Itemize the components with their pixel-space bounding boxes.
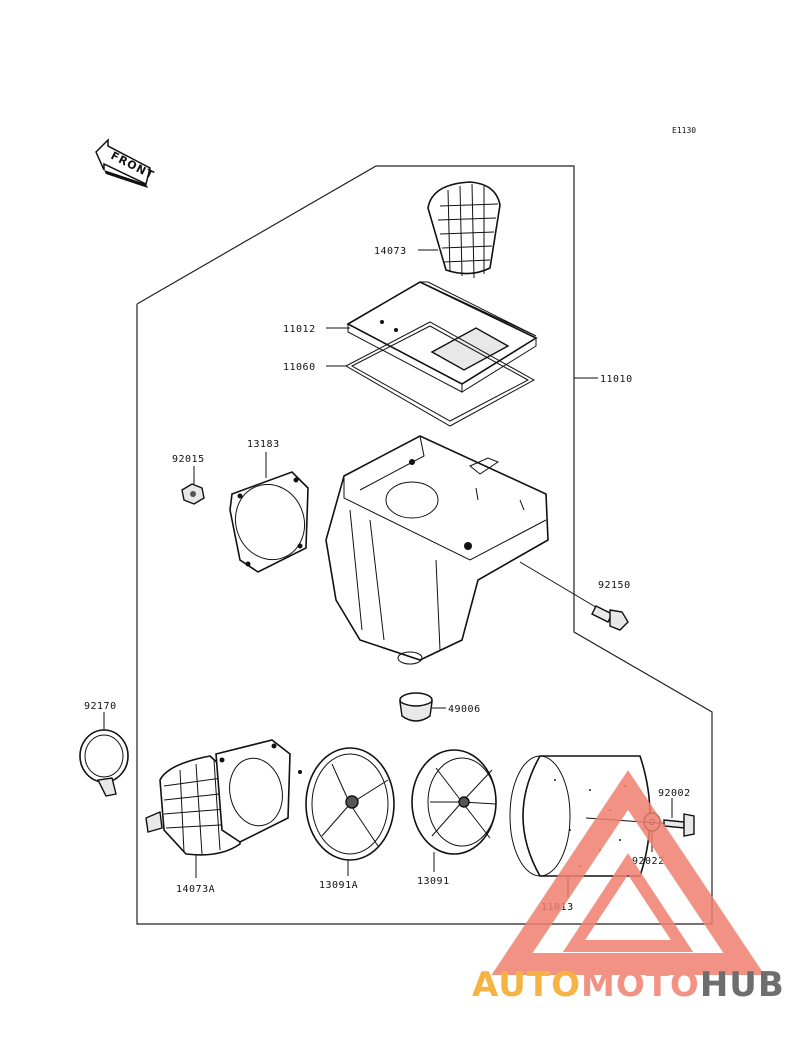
- nut-part: [181, 483, 205, 505]
- bolt-part: [519, 561, 629, 631]
- watermark-moto: MOTO: [581, 965, 700, 1005]
- label-92022: 92022: [632, 856, 665, 867]
- label-11012: 11012: [283, 324, 316, 335]
- label-14073: 14073: [374, 246, 407, 257]
- label-11060: 11060: [283, 362, 316, 373]
- gasket-part: [344, 321, 536, 427]
- watermark-auto: AUTO: [472, 965, 581, 1005]
- cover-plate-part: [346, 281, 538, 393]
- label-11010: 11010: [600, 374, 633, 385]
- label-92002: 92002: [658, 788, 691, 799]
- drain-cap-part: [399, 692, 433, 722]
- automotohub-watermark-logo: AUTOMOTOHUB: [472, 770, 785, 1005]
- front-arrow-icon: FRONT: [95, 138, 156, 188]
- label-14073A: 14073A: [176, 884, 215, 895]
- diagram-code: E1130: [672, 126, 696, 135]
- filter-frame-part: [411, 749, 497, 855]
- label-13183: 13183: [247, 439, 280, 450]
- watermark-hub: HUB: [700, 965, 785, 1005]
- watermark-triangle-icon: [491, 770, 765, 975]
- svg-text:AUTOMOTOHUB: AUTOMOTOHUB: [472, 965, 785, 1005]
- label-49006: 49006: [448, 704, 481, 715]
- intake-duct-part: [427, 181, 501, 279]
- label-92170: 92170: [84, 701, 117, 712]
- flange-plate-part: [229, 471, 309, 573]
- airbox-housing-part: [325, 435, 549, 665]
- hose-clamp-part: [79, 729, 129, 797]
- rear-duct-part: [145, 739, 291, 856]
- label-13091A: 13091A: [319, 880, 358, 891]
- label-92015: 92015: [172, 454, 205, 465]
- label-92150: 92150: [598, 580, 631, 591]
- label-13091: 13091: [417, 876, 450, 887]
- filter-cage-front-part: [298, 747, 395, 861]
- assembly-frame: [136, 165, 713, 925]
